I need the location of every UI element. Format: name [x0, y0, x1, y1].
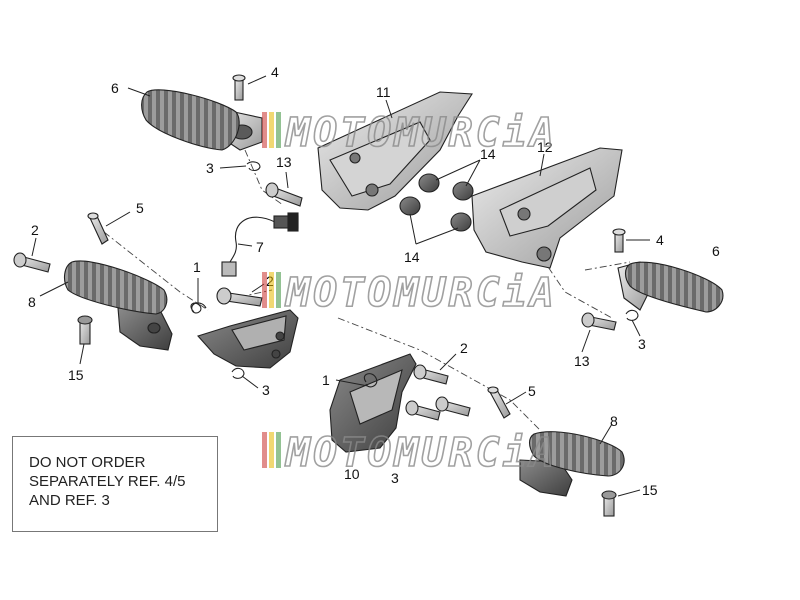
- callout-5-right: 5: [528, 383, 536, 399]
- callout-1-left: 1: [193, 259, 201, 275]
- callout-3-right: 3: [638, 336, 646, 352]
- callout-10: 10: [344, 466, 360, 482]
- bolt-13-top: [265, 182, 303, 207]
- callout-13-top: 13: [276, 154, 292, 170]
- stud-15-left: [77, 315, 93, 345]
- footpeg-top-left: [141, 89, 263, 151]
- callout-5-left: 5: [136, 200, 144, 216]
- callout-4-top: 4: [271, 64, 279, 80]
- circlip-3-right: [625, 309, 639, 321]
- callout-3-middle: 3: [262, 382, 270, 398]
- note-line-2: SEPARATELY REF. 4/5: [29, 473, 186, 490]
- callout-4-right: 4: [656, 232, 664, 248]
- callout-8-right: 8: [610, 413, 618, 429]
- pin-4-right: [612, 228, 626, 253]
- stud-15-right: [601, 490, 617, 517]
- pin-5-right: [487, 386, 511, 419]
- callout-15-right: 15: [642, 482, 658, 498]
- callout-14-top: 14: [480, 146, 496, 162]
- note-line-1: DO NOT ORDER: [29, 454, 146, 471]
- callout-2-left: 2: [31, 222, 39, 238]
- callout-6-top: 6: [111, 80, 119, 96]
- pin-5-left: [87, 212, 109, 245]
- callouts: 4 6 3 11 13 14 12 2 5 7 1 2 14 4 6 8 15 …: [28, 64, 720, 498]
- spring-1-left: [190, 302, 207, 314]
- bracket-12: [471, 147, 623, 269]
- callout-3-bottom: 3: [391, 470, 399, 486]
- sensor-7: [221, 212, 299, 277]
- note-line-3: AND REF. 3: [29, 492, 110, 509]
- callout-3-top: 3: [206, 160, 214, 176]
- callout-8-left: 8: [28, 294, 36, 310]
- circlip-3-middle: [231, 367, 245, 379]
- callout-12: 12: [537, 139, 553, 155]
- pin-4-top: [232, 74, 246, 101]
- watermark-middle: MOTOMURCiA: [262, 269, 557, 317]
- watermark-text-top: MOTOMURCiA: [284, 110, 557, 156]
- heel-bracket-left: [197, 309, 299, 369]
- footpeg-left: [63, 260, 173, 351]
- watermark-top: MOTOMURCiA: [262, 109, 557, 157]
- callout-1-bottom: 1: [322, 372, 330, 388]
- order-note-box: DO NOT ORDER SEPARATELY REF. 4/5 AND REF…: [12, 436, 218, 532]
- bolts-2-bottom: [405, 364, 471, 421]
- footpeg-right: [617, 261, 724, 313]
- callout-7: 7: [256, 239, 264, 255]
- bracket-11: [317, 91, 473, 211]
- leader-lines: [31, 75, 650, 497]
- watermark-text-middle: MOTOMURCiA: [284, 270, 557, 316]
- bolt-2-left: [13, 252, 51, 273]
- callout-15-left: 15: [68, 367, 84, 383]
- watermark-bottom: MOTOMURCiA: [262, 429, 557, 477]
- bracket-10: [329, 353, 417, 453]
- circlip-3-top: [246, 161, 261, 172]
- nuts-14: [399, 173, 474, 232]
- callout-2-bottom: 2: [460, 340, 468, 356]
- watermark-text-bottom: MOTOMURCiA: [284, 430, 557, 476]
- callout-13-right: 13: [574, 353, 590, 369]
- callout-6-right: 6: [712, 243, 720, 259]
- bolt-13-right: [581, 312, 617, 331]
- callout-11: 11: [376, 84, 391, 100]
- bolt-2-middle: [216, 287, 263, 307]
- callout-14-bottom: 14: [404, 249, 420, 265]
